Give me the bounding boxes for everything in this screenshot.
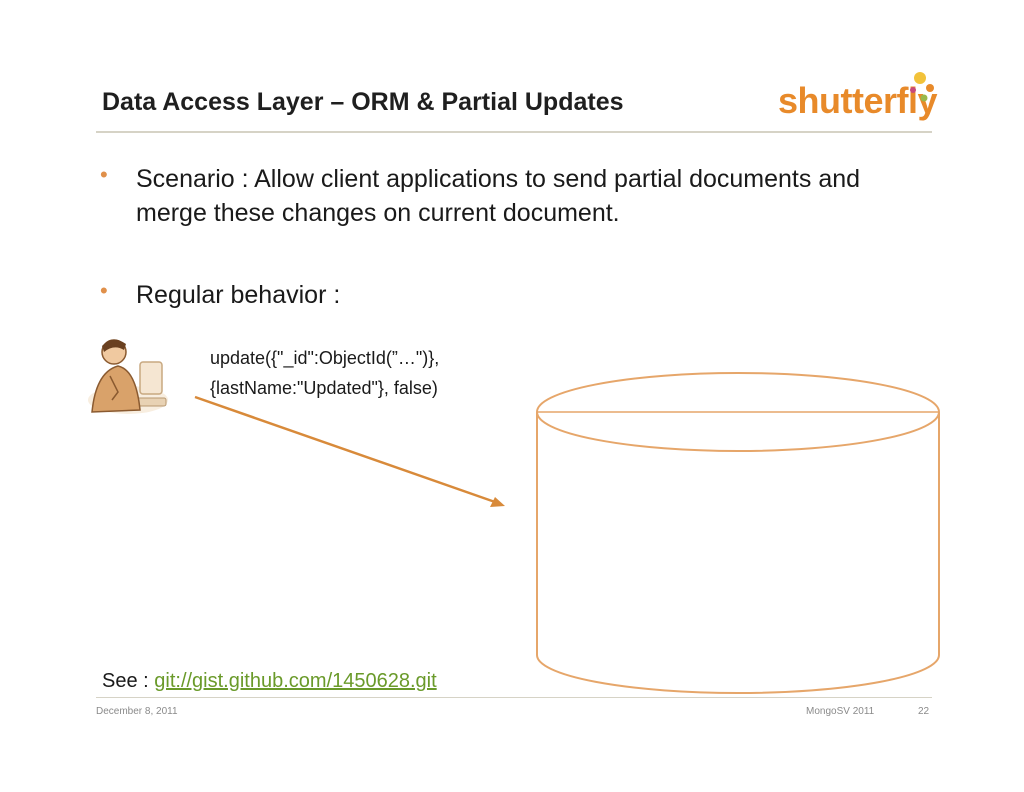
code-line: {lastName:"Updated"}, false) <box>210 378 438 398</box>
logo-text: shutterfly <box>778 80 938 121</box>
code-line: update({"_id":ObjectId(”…")}, <box>210 348 440 368</box>
page-number: 22 <box>918 706 930 717</box>
slide-title: Data Access Layer – ORM & Partial Update… <box>102 88 624 116</box>
bullet-regular-behavior: • Regular behavior : <box>100 278 930 318</box>
bullet-marker: • <box>100 162 108 187</box>
bullet-text: Scenario : Allow client applications to … <box>136 165 861 227</box>
bullet-scenario: • Scenario : Allow client applications t… <box>100 162 930 242</box>
bullet-marker: • <box>100 278 108 303</box>
update-command: update({"_id":ObjectId(”…")}, {lastName:… <box>210 343 439 403</box>
logo-dots-icon <box>910 72 934 102</box>
database-cylinder-icon <box>536 372 940 694</box>
title-rule <box>96 131 932 133</box>
bullet-text: Regular behavior : <box>136 281 341 309</box>
shutterfly-logo: shutterfly <box>778 80 938 122</box>
footer-event: MongoSV 2011 <box>806 706 875 717</box>
arrow-icon <box>194 395 505 507</box>
user-at-computer-icon <box>88 339 168 414</box>
see-prefix: See : <box>102 670 155 692</box>
gist-link[interactable]: git://gist.github.com/1450628.git <box>154 670 437 692</box>
footer-date: December 8, 2011 <box>96 706 178 717</box>
see-reference: See : git://gist.github.com/1450628.git <box>102 670 437 693</box>
footer-rule <box>96 697 932 698</box>
